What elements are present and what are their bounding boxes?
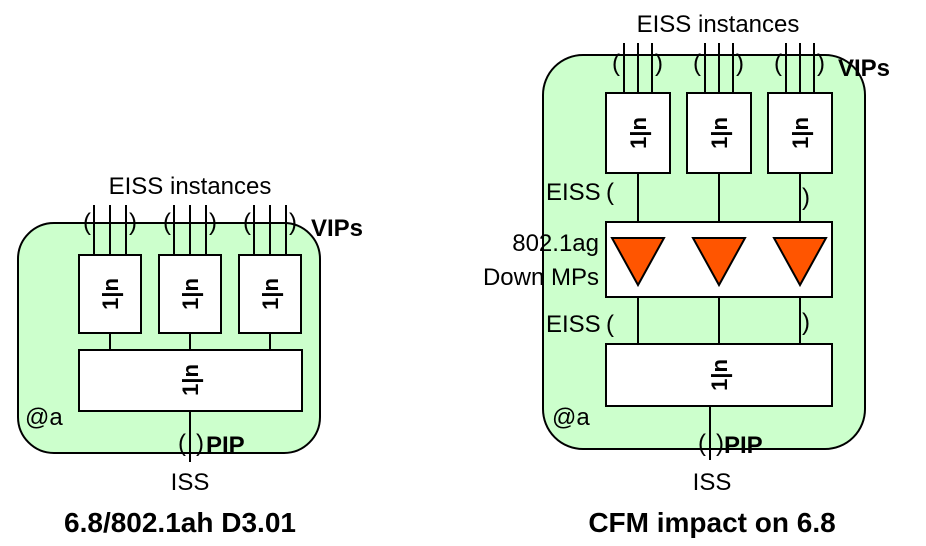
right-pip-label: PIP xyxy=(724,432,763,459)
left-pip-label: PIP xyxy=(206,432,245,459)
left-lower-relay-label: 1|n xyxy=(178,364,203,396)
right-eiss-instances-label: EISS instances xyxy=(637,11,800,38)
left-vip-lines xyxy=(93,205,287,462)
left-lower-relay-box xyxy=(78,349,303,412)
down-mp-triangle-3 xyxy=(772,237,828,288)
svg-text:(: ( xyxy=(693,50,701,77)
left-relay-label-1: 1|n xyxy=(98,278,123,310)
right-address-label: @a xyxy=(552,404,590,431)
right-upper-relays: 1|n 1|n 1|n xyxy=(605,92,833,174)
svg-text:): ) xyxy=(196,430,204,457)
right-eiss-upper-paren: ( xyxy=(606,179,614,206)
left-relay-label-2: 1|n xyxy=(178,278,203,310)
left-eiss-instances-label: EISS instances xyxy=(109,173,272,200)
right-relay-box-3 xyxy=(767,92,833,174)
svg-text:): ) xyxy=(289,209,297,236)
svg-text:): ) xyxy=(736,50,744,77)
right-relay-box-1 xyxy=(605,92,671,174)
right-vip-parens: ( ) ( ) ( ) ( ) ) ) xyxy=(612,50,825,457)
left-vip-parens: ( ) ( ) ( ) ( ) xyxy=(83,209,297,457)
right-lower-relay-box xyxy=(605,343,833,407)
right-eiss-lower-paren: ( xyxy=(606,311,614,338)
svg-text:(: ( xyxy=(163,209,171,236)
svg-text:): ) xyxy=(817,50,825,77)
right-diagram: ( ) ( ) ( ) ( ) ) ) 1|n 1|n 1|n xyxy=(483,11,890,538)
svg-text:(: ( xyxy=(612,50,620,77)
left-diagram: ( ) ( ) ( ) ( ) 1|n 1|n 1|n 1|n EISS ins… xyxy=(17,173,363,538)
right-mp-label-line2: Down MPs xyxy=(483,264,599,291)
svg-text:(: ( xyxy=(774,50,782,77)
right-mp-triangles xyxy=(610,237,828,288)
svg-text:(: ( xyxy=(83,209,91,236)
down-mp-triangle-1 xyxy=(610,237,666,288)
right-lower-relay-label: 1|n xyxy=(707,359,732,391)
svg-text:): ) xyxy=(716,430,724,457)
left-caption: 6.8/802.1ah D3.01 xyxy=(64,507,296,538)
right-iss-label: ISS xyxy=(693,469,732,496)
left-vips-label: VIPs xyxy=(311,215,363,242)
right-eiss-lower-label: EISS xyxy=(546,311,601,338)
svg-text:(: ( xyxy=(178,430,186,457)
left-relay-box-2 xyxy=(158,254,222,334)
left-iss-label: ISS xyxy=(171,469,210,496)
left-relay-label-3: 1|n xyxy=(258,278,283,310)
left-relay-box-3 xyxy=(238,254,302,334)
right-vips-label: VIPs xyxy=(838,55,890,82)
right-mp-label-line1: 802.1ag xyxy=(512,230,599,257)
right-relay-label-2: 1|n xyxy=(707,117,732,149)
svg-text:): ) xyxy=(209,209,217,236)
left-address-label: @a xyxy=(25,404,63,431)
svg-text:): ) xyxy=(802,309,810,336)
right-relay-label-1: 1|n xyxy=(626,117,651,149)
svg-text:(: ( xyxy=(243,209,251,236)
svg-text:): ) xyxy=(802,184,810,211)
right-port-lines xyxy=(623,43,815,460)
left-upper-relays: 1|n 1|n 1|n xyxy=(78,254,302,334)
right-caption: CFM impact on 6.8 xyxy=(588,507,835,538)
right-eiss-upper-label: EISS xyxy=(546,179,601,206)
right-relay-box-2 xyxy=(686,92,752,174)
svg-text:): ) xyxy=(655,50,663,77)
svg-text:): ) xyxy=(129,209,137,236)
right-relay-label-3: 1|n xyxy=(788,117,813,149)
left-relay-box-1 xyxy=(78,254,142,334)
down-mp-triangle-2 xyxy=(691,237,747,288)
svg-text:(: ( xyxy=(698,430,706,457)
